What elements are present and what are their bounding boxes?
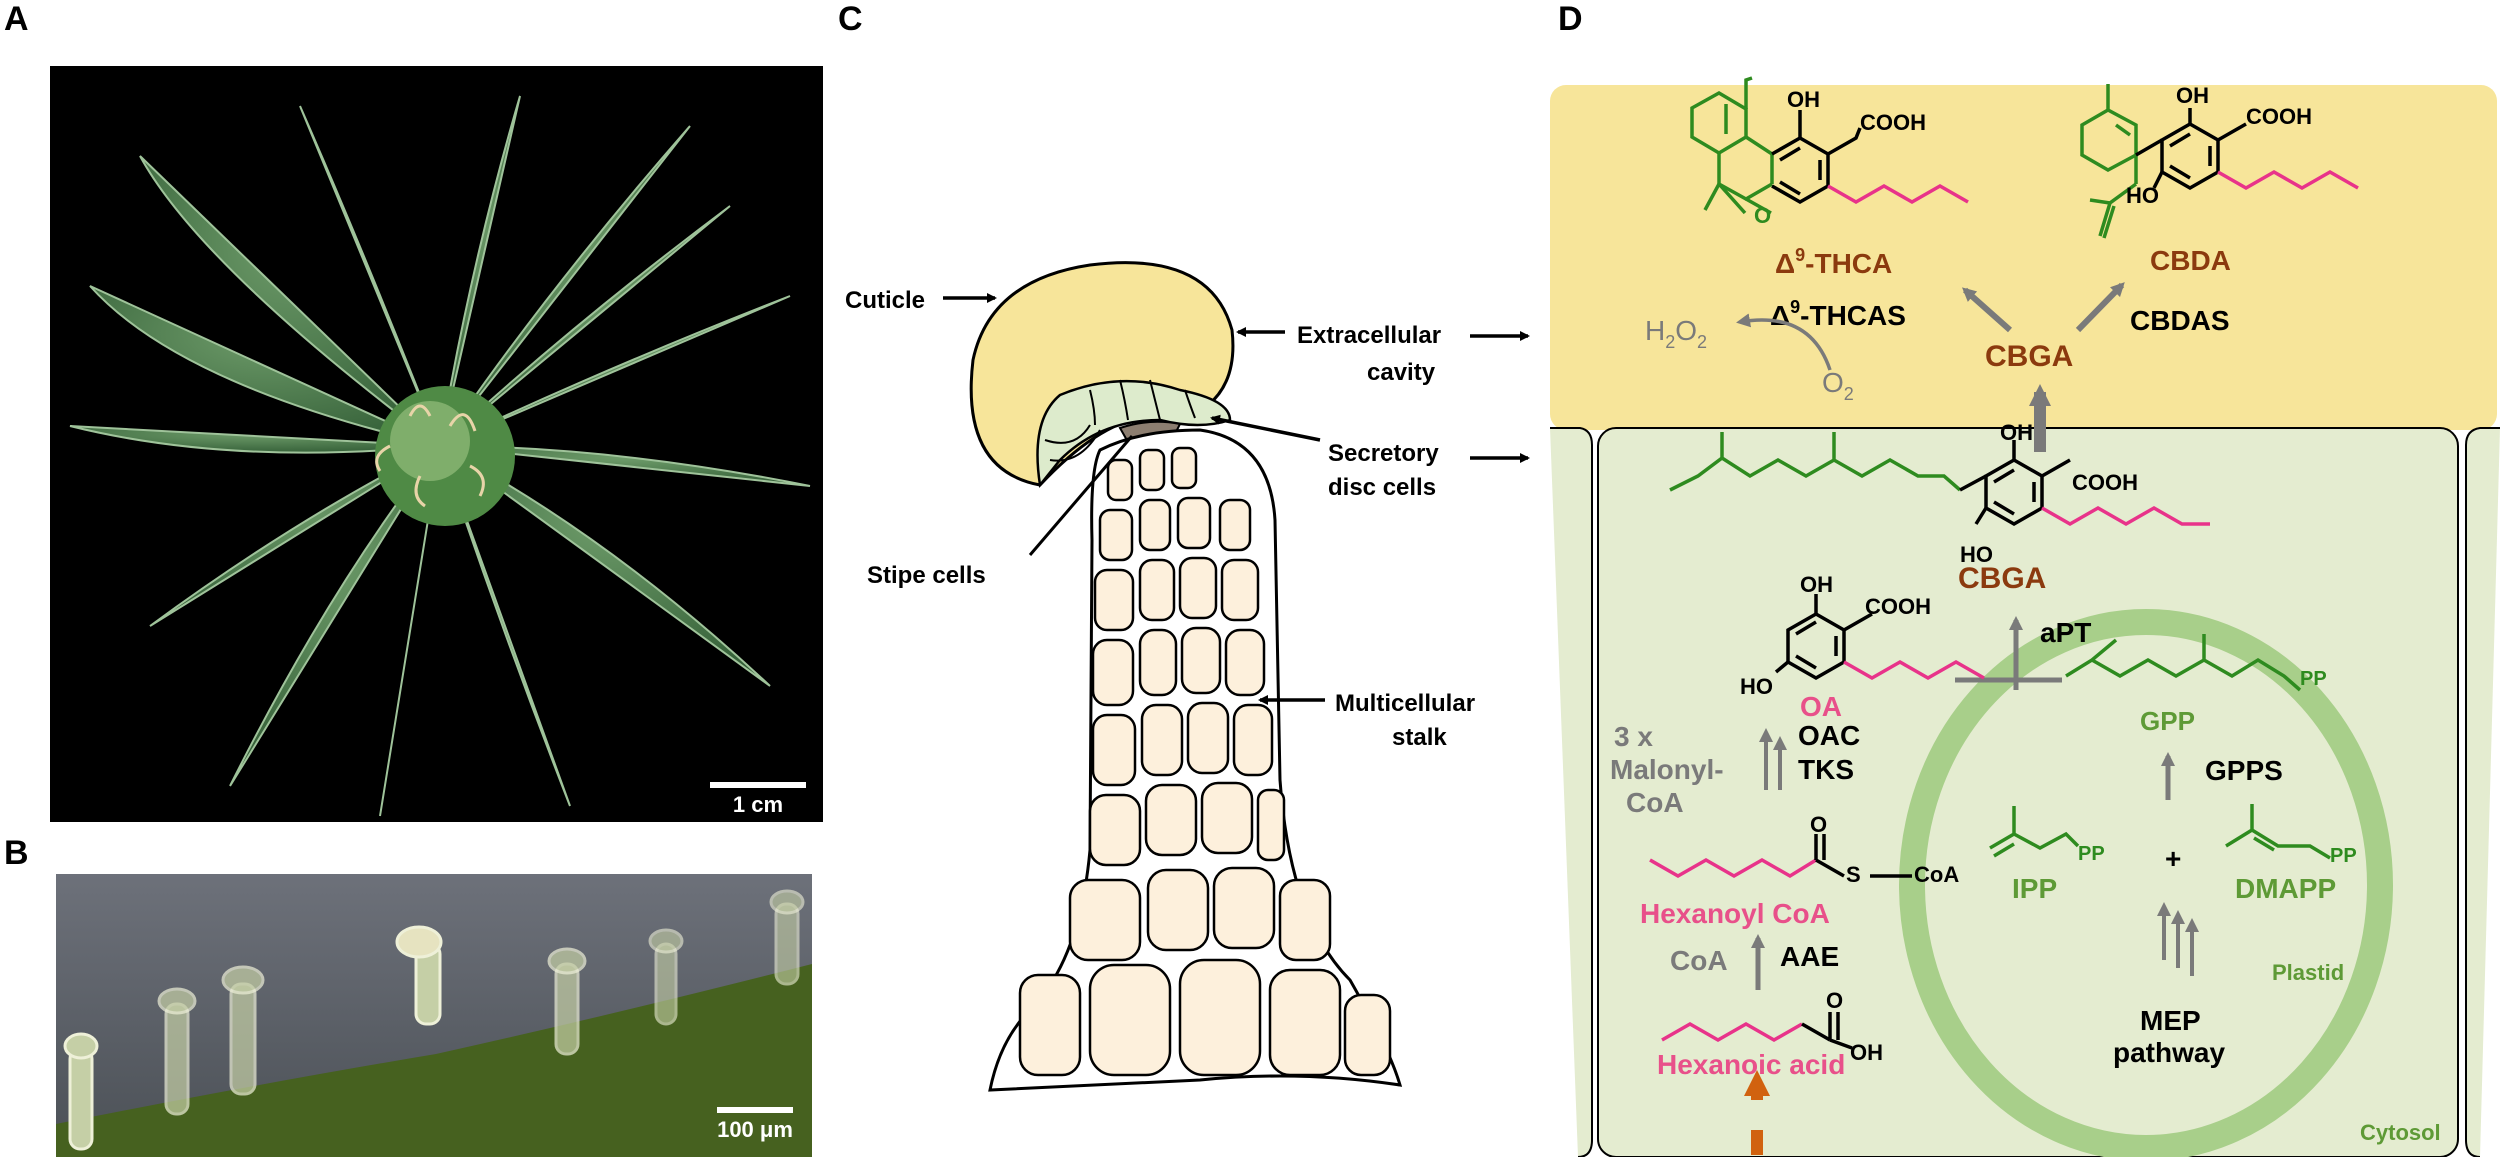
cbda-structure	[2080, 84, 2359, 239]
thca-structure	[1690, 76, 1969, 215]
cbga-oh: OH	[2000, 420, 2033, 445]
cbga-ho: HO	[1960, 542, 1993, 567]
cytosol-region	[1597, 427, 2459, 1157]
scale-bar-label: 100 μm	[717, 1117, 793, 1142]
tks-label: TKS	[1798, 754, 1854, 785]
scale-bar-100um: 100 μm	[717, 1107, 793, 1143]
trichome-micrograph: 100 μm	[56, 874, 812, 1157]
cbga-cooh: COOH	[2072, 470, 2138, 495]
cbda-oh: OH	[2176, 83, 2209, 108]
extracellular-label-2: cavity	[1367, 359, 1436, 386]
ipp-label: IPP	[2012, 873, 2057, 904]
cbga-bottom-label: CBGA	[1958, 562, 2046, 595]
plastid-membrane	[1899, 609, 2393, 1157]
extracellular-label-1: Extracellular	[1297, 322, 1441, 349]
cbga-top-label: CBGA	[1985, 340, 2073, 373]
plastid-label: Plastid	[2272, 960, 2344, 985]
hexanoyl-s: S	[1846, 862, 1861, 887]
apt-label: aPT	[2040, 617, 2091, 648]
secretory-disc	[1036, 379, 1232, 489]
oa-structure	[1774, 594, 1985, 681]
thca-oh: OH	[1787, 87, 1820, 112]
arrow-cbga-to-thca	[1962, 287, 2012, 333]
panel-letter-a: A	[4, 0, 29, 38]
dmapp-label: DMAPP	[2235, 873, 2336, 904]
scale-bar-label: 1 cm	[732, 792, 784, 817]
thcas-label: Δ9-THCAS	[1770, 297, 1906, 331]
stipe-label: Stipe cells	[867, 562, 986, 589]
mep-label-2: pathway	[2113, 1037, 2225, 1068]
thca-o: O	[1754, 203, 1771, 228]
panel-letter-c: C	[838, 0, 863, 38]
malonyl-label-1: 3 x	[1614, 721, 1653, 752]
scale-bar-1cm: 1 cm	[710, 782, 806, 818]
gpp-structure	[2065, 634, 2302, 692]
plus-sign: +	[2165, 843, 2181, 874]
trichome-micrograph-illustration	[56, 874, 812, 1157]
hexanoyl-coa-structure	[1649, 834, 1912, 879]
cbda-cooh: COOH	[2246, 104, 2312, 129]
stipe-pointer	[1028, 435, 1134, 556]
mep-arrows	[2157, 902, 2199, 976]
h2o2-label: H2O2	[1645, 315, 1707, 352]
oa-ho: HO	[1740, 674, 1773, 699]
dmapp-structure	[2225, 804, 2331, 860]
cytosol-label: Cytosol	[2360, 1120, 2441, 1145]
oa-oh: OH	[1800, 572, 1833, 597]
stalk-label-1: Multicellular	[1335, 690, 1475, 717]
secretory-label-1: Secretory	[1328, 440, 1439, 467]
coa-label: CoA	[1670, 945, 1728, 976]
scale-bar-line	[717, 1107, 793, 1113]
biosynthesis-pathway: OH COOH O Δ9-THCA Δ9-THCAS OH COOH HO CB…	[1550, 76, 2500, 1157]
cell-boundary-right	[2465, 427, 2500, 1157]
secretory-label-2: disc cells	[1328, 474, 1436, 501]
oa-cooh: COOH	[1865, 594, 1931, 619]
cuticle-label: Cuticle	[845, 287, 925, 314]
arrow-o2-h2o2	[1736, 313, 1832, 371]
cannabis-plant-illustration	[69, 95, 811, 817]
cbda-label: CBDA	[2150, 245, 2231, 276]
arrow-cbga-to-cbda	[2075, 282, 2125, 333]
aae-label: AAE	[1780, 941, 1839, 972]
secretory-arrow-in	[1210, 414, 1321, 442]
gpps-label: GPPS	[2205, 755, 2283, 786]
oac-tks-arrows	[1759, 728, 1787, 790]
oac-label: OAC	[1798, 720, 1860, 751]
trichome-schematic: Cuticle Extracellular cavity Secretory d…	[845, 261, 1530, 1092]
thca-label: Δ9-THCA	[1775, 245, 1892, 279]
hexanoic-acid-structure	[1661, 1012, 1853, 1050]
o2-label: O2	[1822, 367, 1854, 404]
malonyl-label-2: Malonyl-	[1610, 754, 1724, 785]
scale-bar-line	[710, 782, 806, 788]
hexanoic-acid-label: Hexanoic acid	[1657, 1049, 1845, 1080]
oa-label: OA	[1800, 691, 1842, 722]
cbda-ho: HO	[2126, 183, 2159, 208]
hexanoyl-coa-atom: CoA	[1914, 862, 1959, 887]
ipp-structure	[1989, 806, 2080, 858]
cbdas-label: CBDAS	[2130, 305, 2230, 336]
cell-boundary-left	[1550, 427, 1593, 1157]
gpp-label: GPP	[2140, 706, 2195, 736]
gpp-pp: PP	[2300, 668, 2327, 690]
panel-letter-d: D	[1558, 0, 1583, 38]
cbga-structure	[1669, 432, 2210, 527]
extracellular-cavity-region	[1550, 85, 2497, 430]
hexanoic-o: O	[1826, 988, 1843, 1013]
ipp-pp: PP	[2078, 843, 2105, 865]
hexanoic-oh: OH	[1850, 1040, 1883, 1065]
dmapp-pp: PP	[2330, 845, 2357, 867]
cannabis-plant-photo: 1 cm	[50, 66, 823, 822]
stalk-label-2: stalk	[1392, 724, 1447, 751]
mep-label-1: MEP	[2140, 1005, 2201, 1036]
malonyl-label-3: CoA	[1626, 787, 1684, 818]
hexanoyl-o: O	[1810, 812, 1827, 837]
panel-letter-b: B	[4, 834, 29, 872]
hexanoyl-coa-label: Hexanoyl CoA	[1640, 898, 1830, 929]
thca-cooh: COOH	[1860, 110, 1926, 135]
